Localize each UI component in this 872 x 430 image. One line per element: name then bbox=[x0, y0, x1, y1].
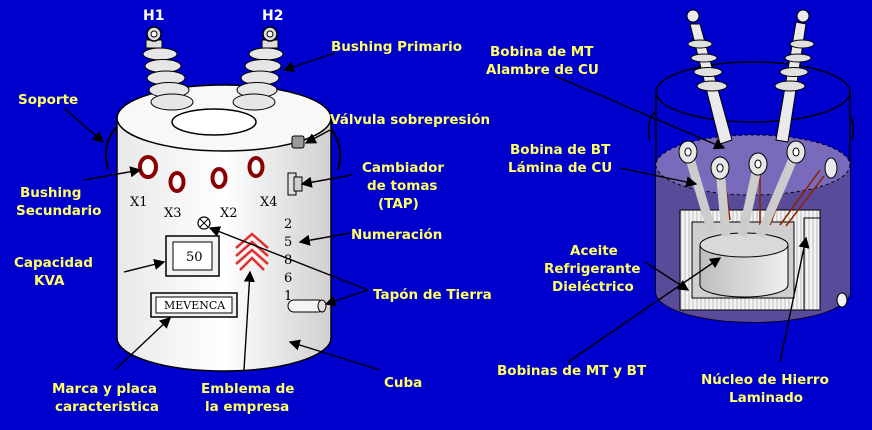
left-transformer: H1 H2 X1 X3 X2 X4 50 MEVENCA bbox=[104, 8, 342, 372]
terminal-x4: X4 bbox=[260, 195, 278, 210]
label-bushing-secundario-1: Bushing bbox=[20, 185, 81, 201]
ground-screw-icon bbox=[197, 216, 211, 230]
bt-bushings bbox=[678, 140, 806, 238]
label-tapon: Tapón de Tierra bbox=[373, 287, 492, 303]
label-bobinas-mt-bt: Bobinas de MT y BT bbox=[497, 363, 647, 379]
company-emblem-icon bbox=[235, 232, 269, 271]
label-capacidad-1: Capacidad bbox=[14, 255, 93, 271]
primary-bushing-h1 bbox=[142, 26, 194, 111]
label-emblema-2: la empresa bbox=[205, 399, 289, 415]
label-bobina-bt-1: Bobina de BT bbox=[510, 142, 611, 158]
brand-text: MEVENCA bbox=[164, 299, 226, 312]
lid-cover bbox=[171, 108, 257, 136]
label-cambiador-2: de tomas bbox=[367, 178, 437, 194]
label-soporte: Soporte bbox=[18, 92, 78, 108]
label-bushing-primario: Bushing Primario bbox=[331, 39, 462, 55]
label-nucleo-1: Núcleo de Hierro bbox=[701, 372, 829, 388]
label-aceite-3: Dieléctrico bbox=[552, 279, 634, 295]
label-emblema-1: Emblema de bbox=[201, 381, 294, 397]
brand-plate: MEVENCA bbox=[150, 292, 238, 318]
label-aceite-2: Refrigerante bbox=[544, 261, 641, 277]
label-bobina-mt-1: Bobina de MT bbox=[490, 44, 594, 60]
right-transformer bbox=[647, 9, 855, 323]
tap-number-2: 5 bbox=[284, 235, 292, 250]
terminal-x2: X2 bbox=[220, 206, 238, 221]
label-marca-2: caracteristica bbox=[55, 399, 159, 415]
terminal-h1: H1 bbox=[143, 8, 164, 24]
side-fitting-icon bbox=[824, 157, 848, 308]
label-capacidad-2: KVA bbox=[34, 273, 65, 289]
terminal-x3: X3 bbox=[164, 206, 182, 221]
callout-arrows bbox=[63, 52, 810, 371]
cut-support-left bbox=[647, 109, 658, 141]
ground-plug-icon bbox=[287, 299, 327, 313]
tap-number-1: 2 bbox=[284, 217, 292, 232]
label-cambiador-3: (TAP) bbox=[378, 196, 419, 212]
mt-bushings bbox=[686, 9, 815, 145]
tap-number-5: 1 bbox=[284, 289, 292, 304]
tap-number-4: 6 bbox=[284, 271, 292, 286]
label-cambiador-1: Cambiador bbox=[362, 160, 444, 176]
terminal-h2: H2 bbox=[262, 8, 283, 24]
label-numeracion: Numeración bbox=[351, 227, 442, 243]
label-aceite-1: Aceite bbox=[570, 243, 618, 259]
label-bobina-mt-2: Alambre de CU bbox=[486, 62, 599, 78]
label-nucleo-2: Laminado bbox=[729, 390, 803, 406]
capacity-plate: 50 bbox=[165, 235, 220, 277]
tap-number-3: 8 bbox=[284, 253, 292, 268]
label-bobina-bt-2: Lámina de CU bbox=[508, 160, 612, 176]
label-cuba: Cuba bbox=[384, 375, 422, 391]
label-marca-1: Marca y placa bbox=[52, 381, 157, 397]
capacity-value: 50 bbox=[186, 250, 203, 265]
labels: Bushing Primario Soporte Válvula sobrepr… bbox=[14, 39, 829, 415]
terminal-x1: X1 bbox=[130, 195, 148, 210]
coil-cylinder bbox=[699, 232, 789, 298]
relief-valve-icon bbox=[291, 135, 305, 149]
label-valvula: Válvula sobrepresión bbox=[330, 112, 490, 128]
label-bushing-secundario-2: Secundario bbox=[16, 203, 101, 219]
primary-bushing-h2 bbox=[232, 26, 284, 111]
